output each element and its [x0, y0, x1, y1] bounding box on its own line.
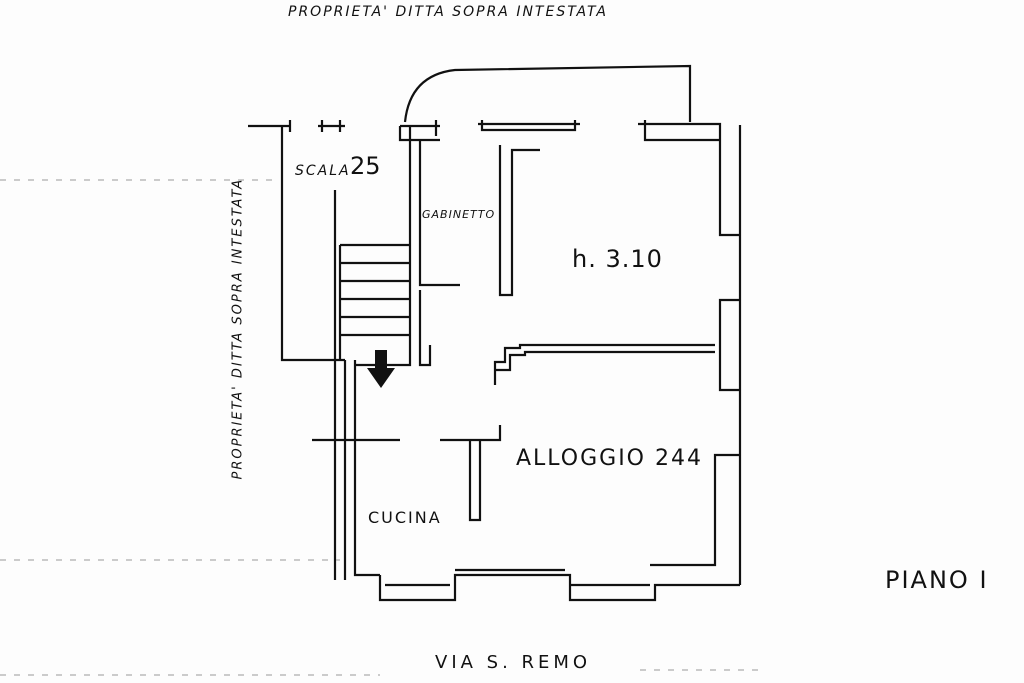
stair-wall	[355, 126, 460, 367]
bathroom-label: GABINETTO	[422, 208, 496, 221]
unit-label: ALLOGGIO 244	[516, 446, 703, 471]
kitchen-label: CUCINA	[368, 508, 442, 527]
bathroom-wall	[498, 145, 540, 297]
top-wall	[248, 122, 722, 140]
floor-label: PIANO I	[885, 566, 989, 594]
kitchen-wall	[312, 425, 502, 522]
boundary-arc	[403, 64, 692, 123]
ceiling-height: h. 3.10	[572, 245, 663, 273]
down-arrow-icon	[367, 350, 395, 388]
right-wall	[650, 125, 742, 585]
left-wall	[333, 190, 380, 580]
stair-label: SCALA	[295, 163, 351, 179]
stair-number: 25	[350, 152, 381, 180]
stair-steps	[338, 243, 410, 360]
middle-wall	[493, 343, 715, 385]
left-property-note: PROPRIETA' DITTA SOPRA INTESTATA	[230, 177, 246, 480]
street-label: VIA S. REMO	[435, 652, 592, 673]
bottom-wall	[378, 568, 740, 602]
top-property-note: PROPRIETA' DITTA SOPRA INTESTATA	[288, 4, 608, 20]
